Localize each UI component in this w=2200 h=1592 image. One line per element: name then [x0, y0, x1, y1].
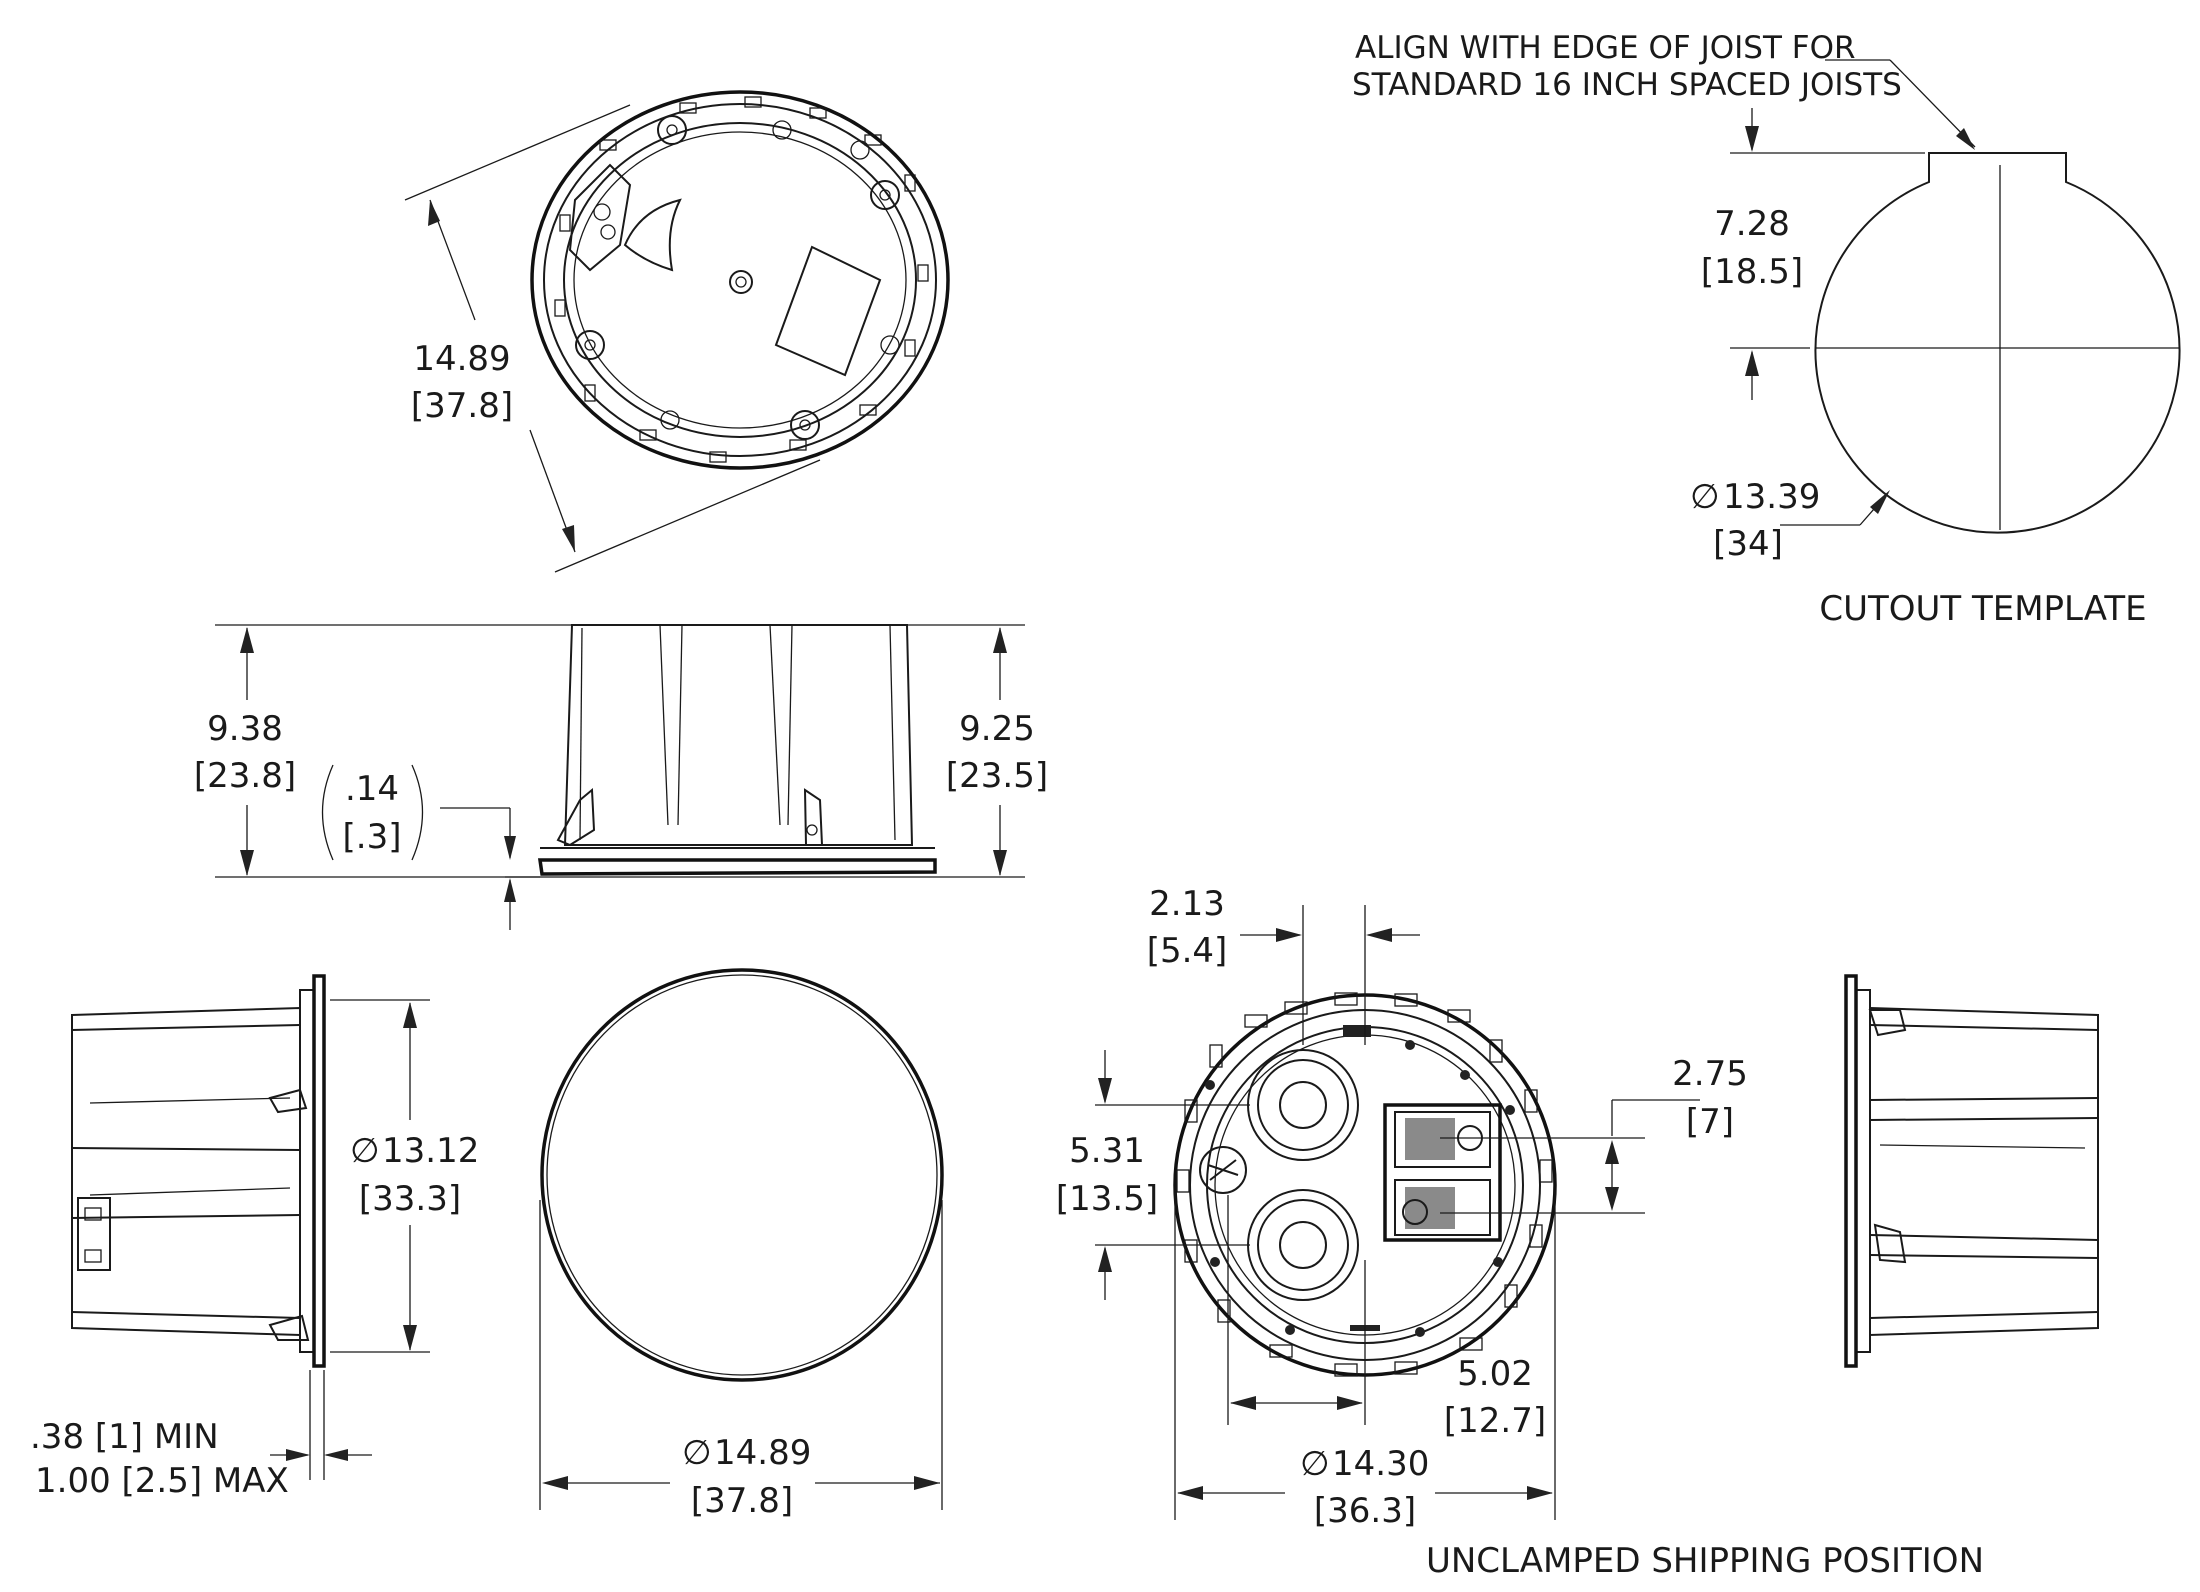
cutout-diameter-symbol: ∅ — [1690, 477, 1720, 517]
front-diameter-value: 14.30 — [1332, 1444, 1429, 1484]
baffle-offset-value: 5.02 — [1457, 1354, 1533, 1394]
side-view-left: ∅ 13.12 [33.3] .38 [1] MIN 1.00 [2.5] MA… — [30, 974, 479, 1501]
top-diameter-dimension: 14.89 [37.8] — [404, 104, 821, 573]
clamp-min: .38 [1] MIN — [30, 1417, 219, 1457]
side-diameter-symbol: ∅ — [350, 1131, 380, 1171]
flange-thickness-value: .14 — [345, 769, 399, 809]
grille-diameter-symbol: ∅ — [682, 1433, 712, 1473]
side-diameter-value: 13.12 — [382, 1131, 479, 1171]
baffle-view: 2.13 [5.4] 5.31 [13.5] 2.75 [7] 5.02 [12… — [1056, 884, 1984, 1581]
cutout-diameter-metric: [34] — [1713, 524, 1783, 564]
cutout-title: CUTOUT TEMPLATE — [1819, 589, 2146, 629]
joist-note-line1: ALIGN WITH EDGE OF JOIST FOR — [1355, 30, 1856, 66]
baffle-offset-metric: [12.7] — [1444, 1401, 1546, 1441]
back-can-view — [530, 90, 950, 470]
height-body-metric: [23.5] — [946, 756, 1048, 796]
side-elevation: 9.38 [23.8] 9.25 [23.5] .14 [.3] — [194, 624, 1048, 930]
height-total-value: 9.38 — [207, 709, 283, 749]
grille-view: ∅ 14.89 [37.8] — [539, 968, 944, 1521]
joist-note-line2: STANDARD 16 INCH SPACED JOISTS — [1352, 67, 1902, 103]
side-diameter-metric: [33.3] — [359, 1179, 461, 1219]
woofer-spacing-metric: [5.4] — [1147, 931, 1228, 971]
screw-bosses — [575, 115, 900, 440]
cutout-diameter-value: 13.39 — [1723, 477, 1820, 517]
height-total-metric: [23.8] — [194, 756, 296, 796]
flange-thickness-metric: [.3] — [343, 817, 402, 857]
rim-tab-marks — [1176, 992, 1553, 1377]
height-body-value: 9.25 — [959, 709, 1035, 749]
cutout-template: ALIGN WITH EDGE OF JOIST FOR STANDARD 16… — [1352, 30, 2181, 629]
front-diameter-symbol: ∅ — [1300, 1444, 1330, 1484]
cutout-height-metric: [18.5] — [1701, 252, 1803, 292]
clamp-max: 1.00 [2.5] MAX — [35, 1461, 289, 1501]
rim-tabs — [554, 96, 929, 463]
woofer-vertical-value: 5.31 — [1069, 1131, 1145, 1171]
front-diameter-metric: [36.3] — [1314, 1491, 1416, 1531]
woofer-spacing-value: 2.13 — [1149, 884, 1225, 924]
tweeter-offset-value: 2.75 — [1672, 1054, 1748, 1094]
top-diameter-value: 14.89 — [413, 339, 510, 379]
tweeter-offset-metric: [7] — [1686, 1102, 1734, 1142]
cutout-height-value: 7.28 — [1714, 204, 1790, 244]
side-view-right — [1844, 974, 2099, 1368]
woofer-vertical-metric: [13.5] — [1056, 1179, 1158, 1219]
shipping-title: UNCLAMPED SHIPPING POSITION — [1426, 1541, 1984, 1581]
grille-diameter-value: 14.89 — [714, 1433, 811, 1473]
top-diameter-metric: [37.8] — [411, 386, 513, 426]
grille-diameter-metric: [37.8] — [691, 1481, 793, 1521]
